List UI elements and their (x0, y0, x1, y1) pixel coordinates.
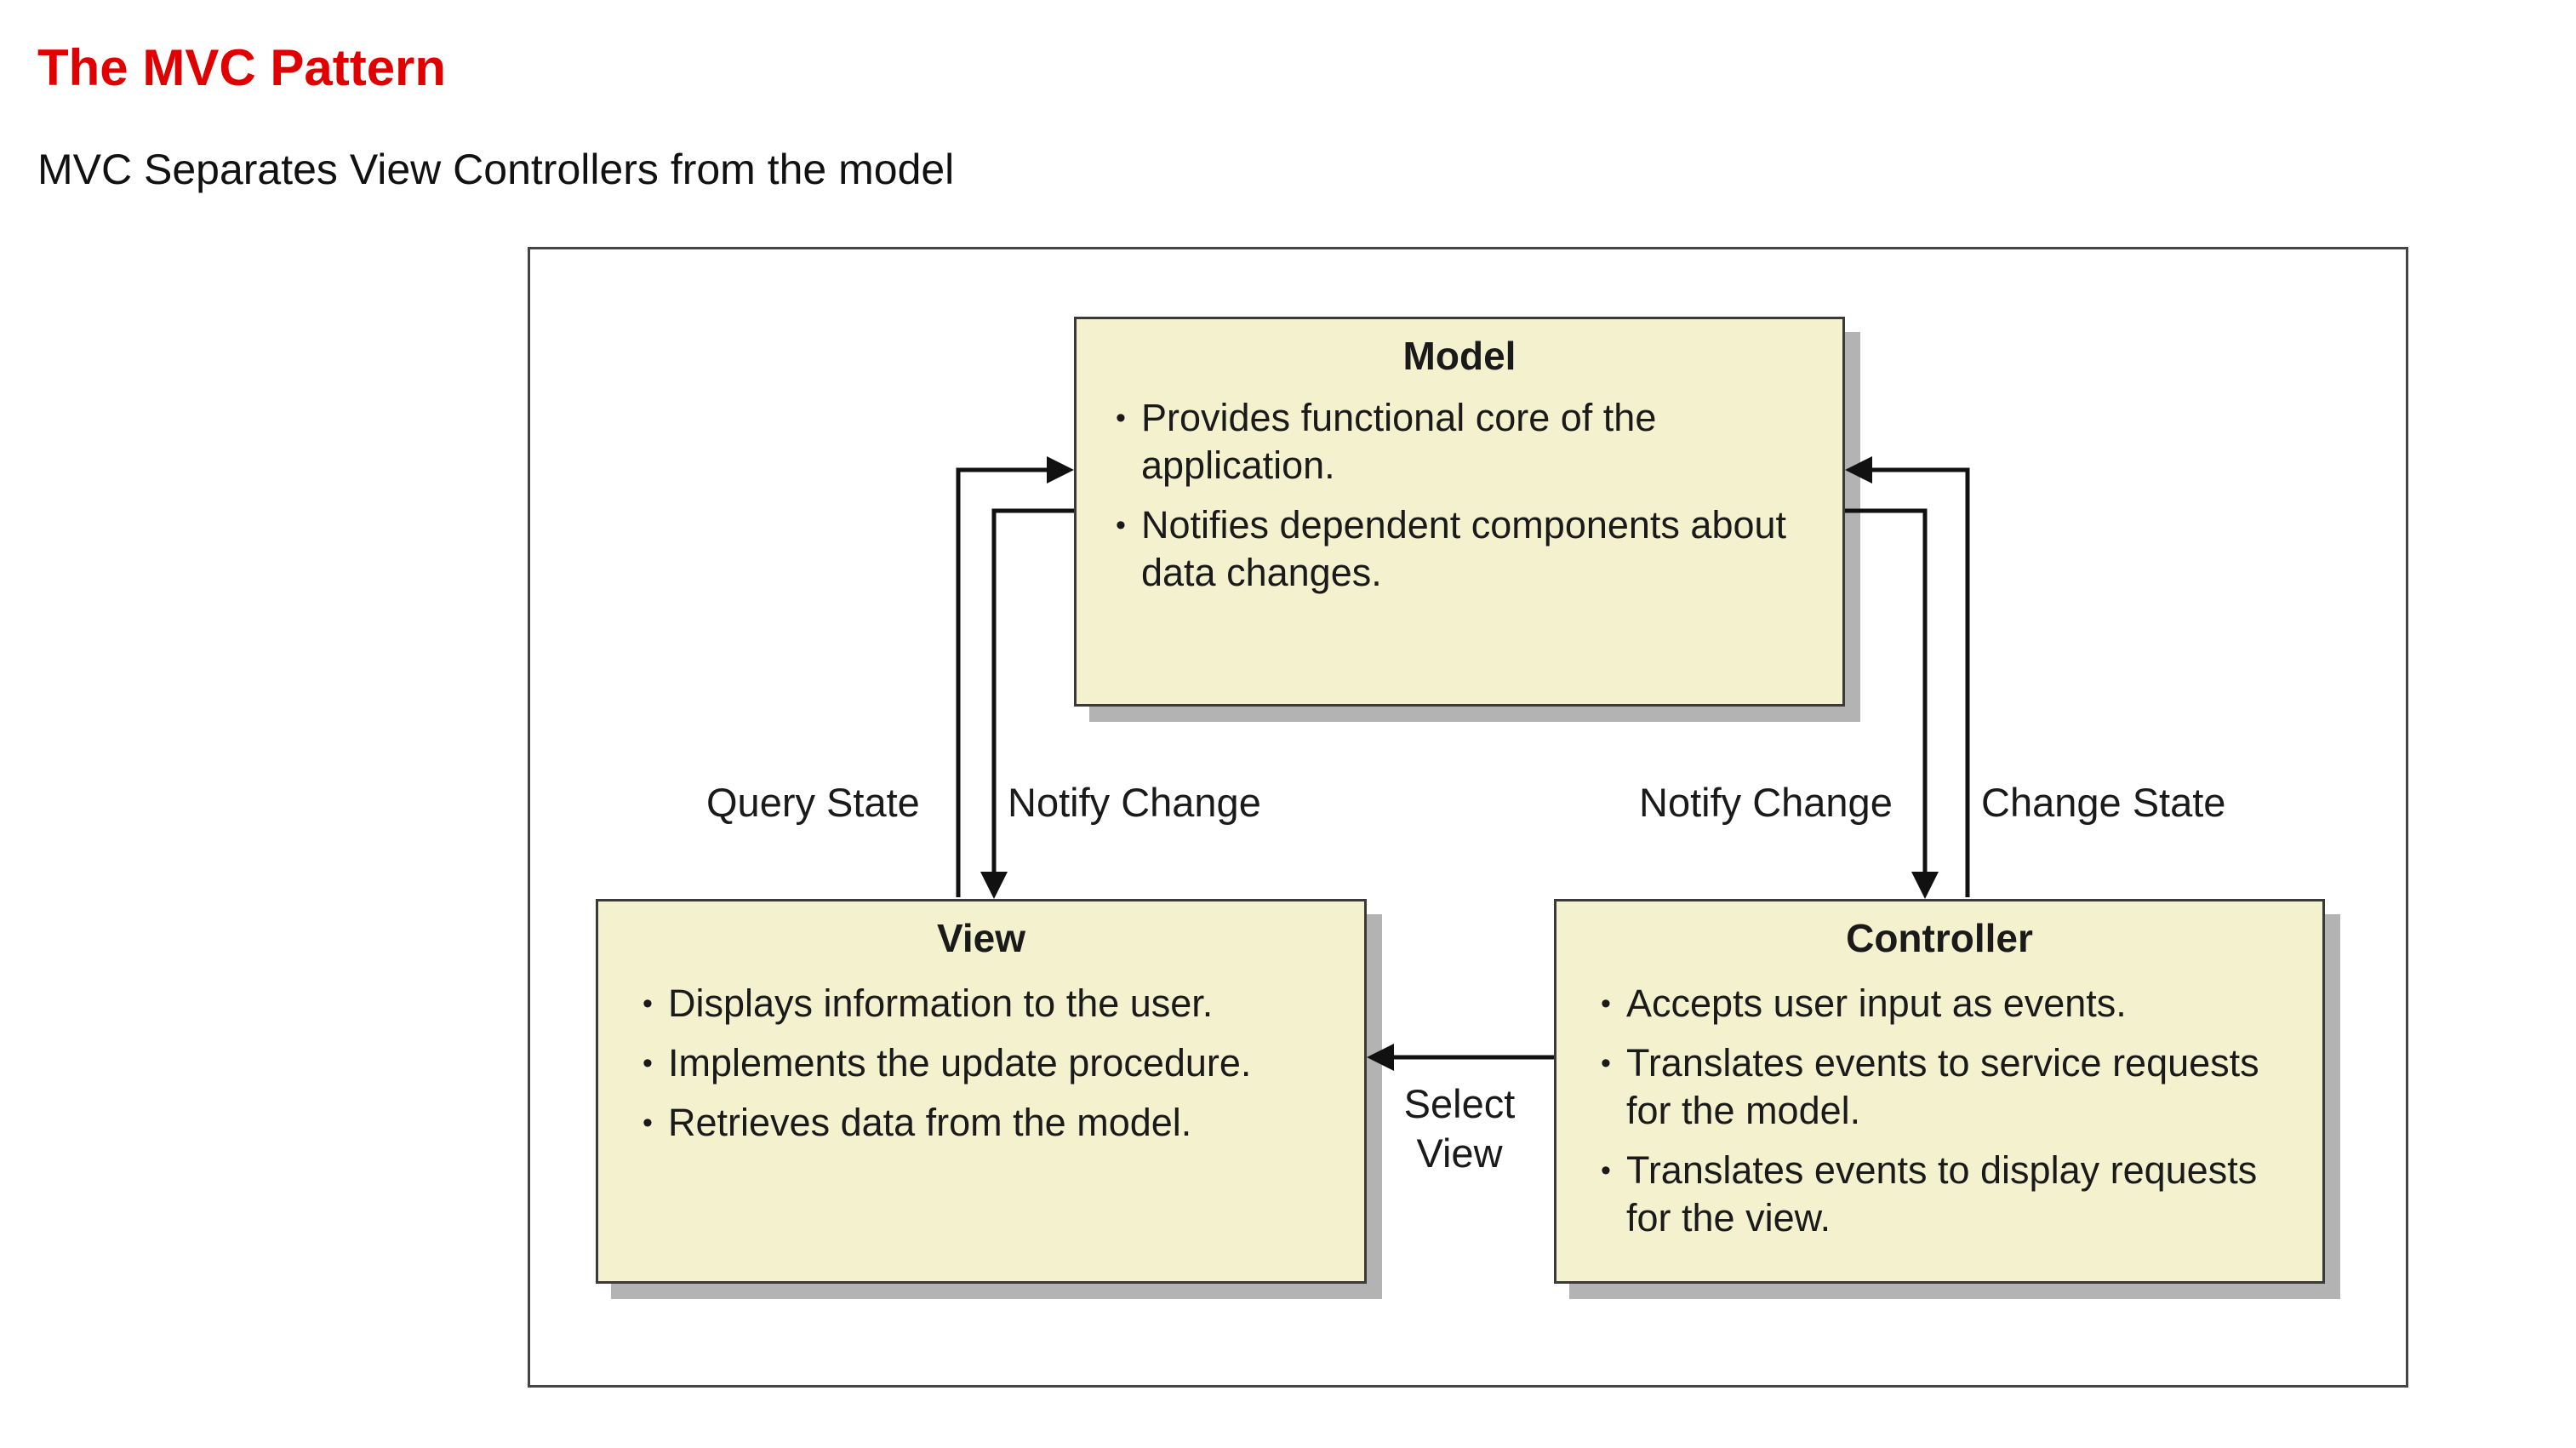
page-subtitle: MVC Separates View Controllers from the … (37, 146, 955, 193)
controller-bullet: Translates events to service requests fo… (1601, 1039, 2307, 1135)
controller-bullet: Translates events to display requests fo… (1601, 1147, 2307, 1242)
view-title: View (937, 916, 1025, 960)
model-title: Model (1402, 334, 1516, 378)
controller-bullet: Accepts user input as events. (1601, 980, 2307, 1027)
query-state-label: Query State (706, 780, 920, 825)
change-state-label: Change State (1981, 780, 2226, 825)
controller-bullet-list: Accepts user input as events. Translates… (1601, 980, 2307, 1254)
notify-change-controller-label: Notify Change (1639, 780, 1893, 825)
controller-title: Controller (1846, 916, 2033, 960)
view-bullet: Implements the update procedure. (643, 1039, 1349, 1087)
model-bullet: Notifies dependent components about data… (1116, 501, 1813, 597)
notify-change-view-label: Notify Change (1008, 780, 1261, 825)
model-box: Model Provides functional core of the ap… (1074, 317, 1845, 707)
view-bullet: Retrieves data from the model. (643, 1099, 1349, 1147)
page-title: The MVC Pattern (37, 39, 447, 96)
view-bullet: Displays information to the user. (643, 980, 1349, 1027)
view-bullet-list: Displays information to the user. Implem… (643, 980, 1349, 1159)
controller-box: Controller Accepts user input as events.… (1554, 899, 2325, 1284)
model-bullet: Provides functional core of the applicat… (1116, 394, 1813, 489)
model-bullet-list: Provides functional core of the applicat… (1116, 394, 1813, 609)
select-view-label: Select View (1403, 1081, 1516, 1176)
view-box: View Displays information to the user. I… (596, 899, 1367, 1284)
